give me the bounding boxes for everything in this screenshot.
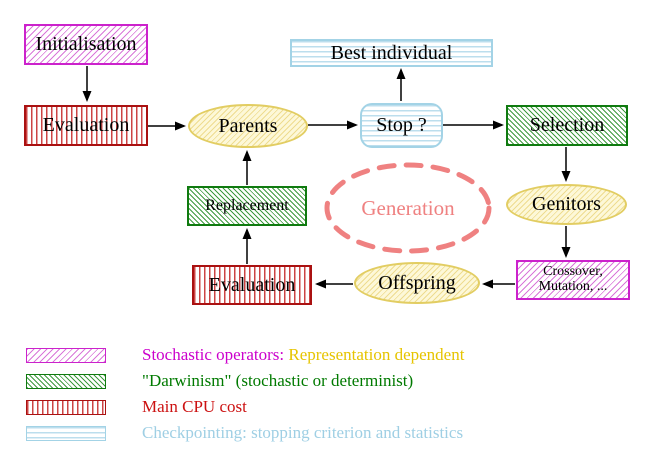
node-best-individual: Best individual xyxy=(290,39,493,67)
node-evaluation-top: Evaluation xyxy=(24,105,148,146)
legend-row-stochastic-operators: Stochastic operators: Representation dep… xyxy=(26,345,465,364)
legend-swatch-magenta-hatch xyxy=(26,347,106,363)
node-offspring-label: Offspring xyxy=(378,271,456,294)
node-initialisation-label: Initialisation xyxy=(35,33,137,55)
node-stop: Stop ? xyxy=(360,103,443,148)
node-parents: Parents xyxy=(188,104,308,148)
generation-label: Generation xyxy=(361,195,455,220)
generation-loop-ellipse xyxy=(324,162,492,254)
legend-text-representation-dependent: Representation dependent xyxy=(288,345,465,364)
legend-row-checkpointing: Checkpointing: stopping criterion and st… xyxy=(26,423,464,442)
node-genitors-label: Genitors xyxy=(532,193,601,215)
legend-text-stochastic-operators: Stochastic operators: xyxy=(142,345,285,364)
node-parents-label: Parents xyxy=(218,114,278,137)
node-crossover-mutation: Crossover, Mutation, ... xyxy=(516,260,630,300)
node-initialisation: Initialisation xyxy=(24,24,148,65)
node-replacement: Replacement xyxy=(187,186,307,226)
node-crossover-line2: Mutation, ... xyxy=(538,279,608,294)
node-selection-label: Selection xyxy=(529,114,605,136)
legend-row-darwinism: "Darwinism" (stochastic or determinist) xyxy=(26,371,414,390)
node-genitors: Genitors xyxy=(506,184,627,225)
node-evaluation-bottom: Evaluation xyxy=(192,265,312,305)
legend-swatch-red-stripes xyxy=(26,399,106,415)
node-crossover-line1: Crossover, xyxy=(543,264,603,280)
legend-text-main-cpu-cost: Main CPU cost xyxy=(142,397,247,416)
legend-text-darwinism: "Darwinism" (stochastic or determinist) xyxy=(142,371,414,390)
legend-swatch-green-hatch xyxy=(26,373,106,389)
node-offspring: Offspring xyxy=(354,262,480,304)
legend-swatch-cyan-stripes xyxy=(26,425,106,441)
legend-text-checkpointing: Checkpointing: stopping criterion and st… xyxy=(142,423,464,442)
node-evaluation-top-label: Evaluation xyxy=(42,114,130,136)
node-best-individual-label: Best individual xyxy=(330,41,453,64)
node-selection: Selection xyxy=(506,105,628,146)
node-evaluation-bottom-label: Evaluation xyxy=(208,273,296,296)
node-stop-label: Stop ? xyxy=(376,114,427,136)
legend-row-main-cpu-cost: Main CPU cost xyxy=(26,397,247,416)
node-replacement-label: Replacement xyxy=(205,196,289,214)
